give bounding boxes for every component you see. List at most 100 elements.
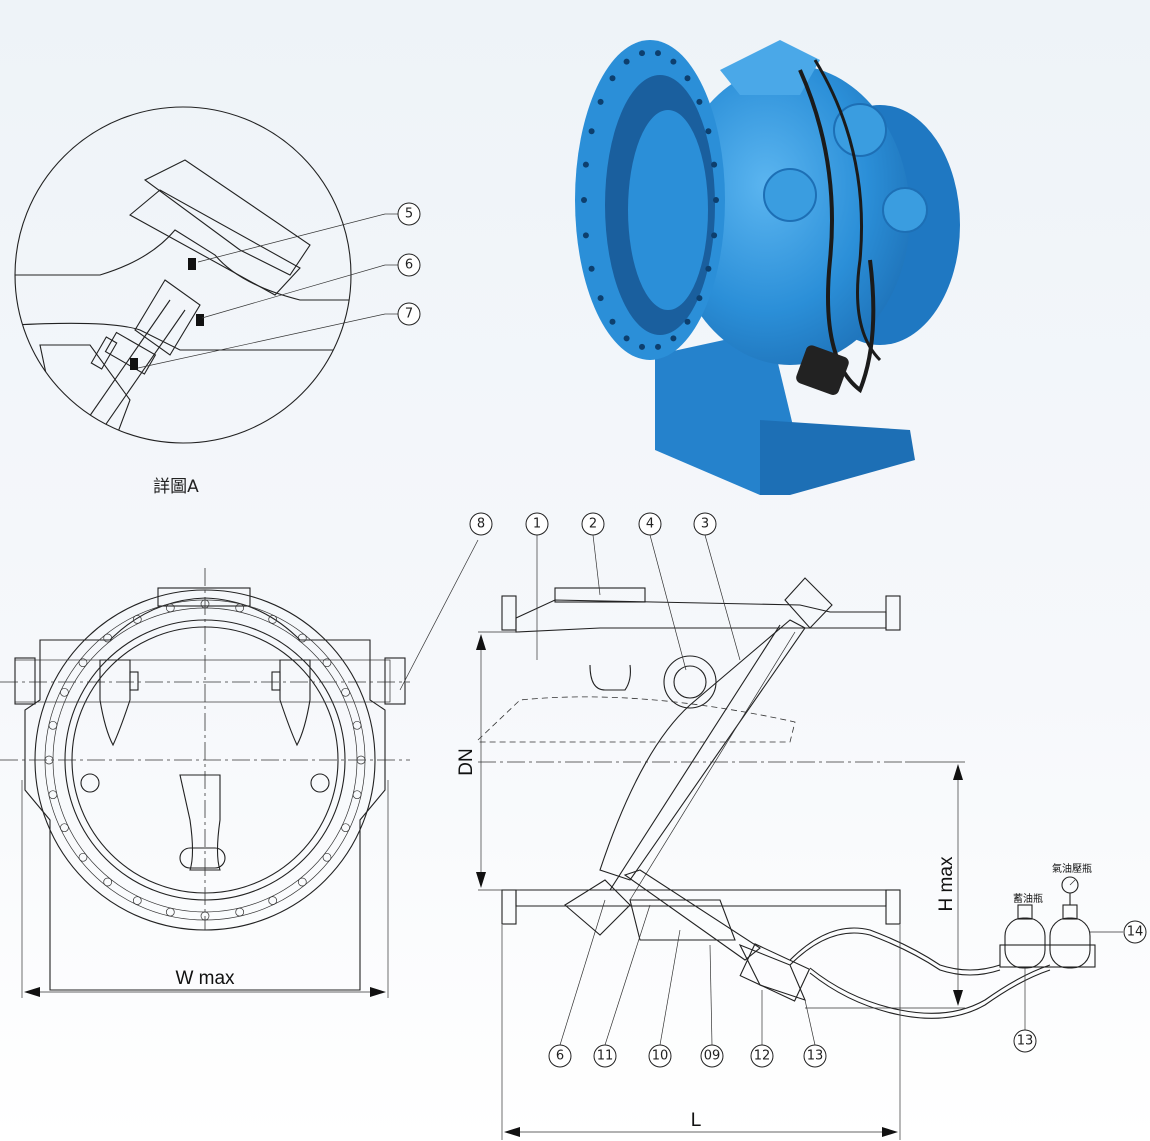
svg-text:13: 13 [1017, 1034, 1034, 1049]
bolt-hole [165, 603, 175, 613]
bolt-hole [103, 633, 113, 643]
bolt-hole [655, 343, 661, 350]
detail-bolt-head [90, 336, 118, 370]
bolt-hole [268, 615, 278, 624]
svg-text:14: 14 [1127, 925, 1144, 940]
callout-6-detail: 6 [397, 253, 421, 277]
callout-13-tank: 13 [1013, 1029, 1037, 1053]
side-actuator [739, 943, 811, 1002]
photo-cylinder [796, 345, 849, 395]
bolt-hole [341, 687, 350, 697]
bolt-hole [655, 50, 661, 57]
side-upper-seat [784, 577, 833, 629]
svg-text:13: 13 [807, 1049, 824, 1064]
front-shaft-cap-right [384, 657, 406, 705]
callout-11: 11 [593, 1044, 617, 1068]
svg-text:5: 5 [405, 207, 413, 222]
callout-4: 4 [638, 512, 662, 536]
bolt-hole [60, 823, 69, 833]
svg-text:4: 4 [646, 517, 654, 532]
bolt-hole [670, 335, 677, 342]
side-disc [599, 619, 806, 881]
gas-oil-tank [1049, 917, 1091, 969]
detail-lower-section [39, 344, 131, 441]
callout-12: 12 [750, 1044, 774, 1068]
photo-top-bracket [720, 40, 820, 95]
detail-o-ring-2 [196, 314, 204, 326]
detail-seal-ring [134, 279, 201, 356]
oil-tank [1004, 917, 1046, 969]
photo-cover-1 [833, 103, 887, 157]
bolt-hole [48, 720, 58, 730]
bolt-hole [639, 50, 645, 57]
bolt-hole [235, 603, 245, 613]
svg-text:2: 2 [589, 517, 597, 532]
side-hose-upper [789, 927, 1001, 971]
bolt-hole [352, 720, 362, 730]
side-lower-seat [564, 879, 631, 936]
bolt-hole [322, 658, 332, 668]
bolt-hole [623, 58, 630, 65]
bolt-hole [297, 877, 307, 887]
bolt-hole [597, 295, 604, 302]
svg-text:12: 12 [754, 1049, 771, 1064]
svg-text:1: 1 [533, 517, 541, 532]
bolt-hole [322, 852, 332, 862]
callout-5: 5 [397, 202, 421, 226]
bolt-hole [581, 197, 587, 203]
detail-seat-section [143, 159, 311, 276]
detail-caption: 詳圖A [153, 477, 199, 497]
photo-hose-1 [798, 69, 876, 394]
photo-flange-bolts [581, 50, 719, 350]
w-max-label: W max [175, 968, 235, 989]
svg-text:6: 6 [405, 258, 413, 273]
side-cylinder-head [738, 943, 806, 1001]
bolt-hole [696, 98, 703, 105]
front-shaft-housing [14, 659, 391, 703]
svg-text:6: 6 [556, 1049, 564, 1064]
callout-14: 14 [1123, 920, 1147, 944]
bolt-hole [711, 161, 718, 168]
bolt-hole [268, 896, 278, 905]
l-label: L [691, 1110, 702, 1131]
bolt-hole [684, 318, 691, 325]
tank-mount-plate [999, 944, 1096, 968]
bolt-hole [623, 335, 630, 342]
front-shaft-cap-left [14, 657, 36, 705]
bolt-hole [341, 823, 350, 833]
bolt-hole [48, 790, 58, 800]
side-section-view: 蓄油瓶 氣油壓瓶 DN H max L [456, 534, 1123, 1140]
h-max-label: H max [936, 856, 957, 911]
callout-8: 8 [469, 512, 493, 536]
bolt-hole [582, 161, 589, 168]
side-shaft-hub [663, 655, 717, 709]
bolt-hole [705, 128, 712, 135]
callout-10: 10 [648, 1044, 672, 1068]
bolt-hole [165, 907, 175, 917]
callout-1: 1 [525, 512, 549, 536]
photo-cover-2 [763, 168, 817, 222]
bolt-hole [297, 633, 307, 643]
bolt-hole [582, 232, 589, 239]
bolt-hole [103, 877, 113, 887]
valve-photo [575, 40, 960, 495]
bolt-hole [705, 265, 712, 272]
detail-bolt [104, 331, 157, 375]
callout-3: 3 [693, 512, 717, 536]
bolt-hole [132, 896, 142, 905]
callout-2: 2 [581, 512, 605, 536]
bolt-hole [696, 295, 703, 302]
front-pivot-left [80, 773, 100, 793]
front-weight-right [279, 659, 311, 747]
photo-disc [628, 110, 708, 310]
detail-body-section [15, 229, 351, 351]
svg-text:09: 09 [704, 1049, 721, 1064]
detail-o-ring-3 [130, 358, 138, 370]
side-hose-lower [809, 964, 1051, 1014]
side-top-wall [515, 599, 887, 633]
photo-cover-3 [882, 187, 928, 233]
front-flange-bolts [44, 599, 366, 921]
front-pivot-right [310, 773, 330, 793]
front-weight-left [99, 659, 131, 747]
